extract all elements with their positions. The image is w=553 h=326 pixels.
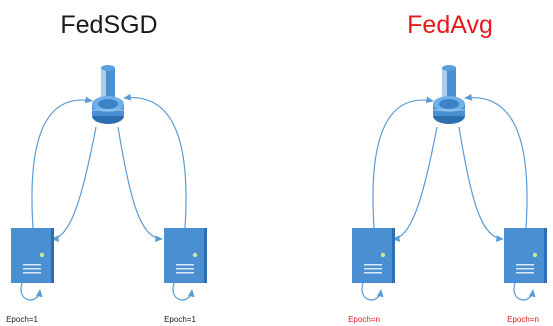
panel-title: FedAvg: [407, 11, 493, 39]
tower-server-icon: [352, 228, 395, 283]
panel-fedsgd: FedSGD: [6, 11, 207, 324]
client-epoch-label: Epoch=1: [164, 315, 196, 324]
upload-arrow-left: [31, 96, 93, 229]
database-server-icon: [433, 65, 465, 124]
download-arrow-left: [51, 126, 97, 242]
client-epoch-label: Epoch=n: [348, 315, 380, 324]
local-loop-left: [361, 282, 384, 301]
upload-arrow-right: [464, 93, 528, 229]
download-arrow-right: [458, 126, 504, 243]
local-loop-right: [172, 282, 195, 301]
download-arrow-left: [392, 126, 438, 242]
database-server-icon: [92, 65, 124, 124]
upload-arrow-right: [123, 93, 187, 229]
arrows: [20, 93, 195, 301]
panel-fedavg: FedAvg: [348, 11, 547, 324]
local-loop-right: [513, 282, 536, 301]
tower-server-icon: [11, 228, 54, 283]
client-epoch-label: Epoch=1: [6, 315, 38, 324]
tower-server-icon: [164, 228, 207, 283]
client-epoch-label: Epoch=n: [507, 315, 539, 324]
download-arrow-right: [117, 126, 163, 243]
upload-arrow-left: [372, 96, 434, 229]
arrows: [361, 93, 536, 301]
tower-server-icon: [504, 228, 547, 283]
panel-title: FedSGD: [60, 11, 157, 39]
local-loop-left: [20, 282, 43, 301]
